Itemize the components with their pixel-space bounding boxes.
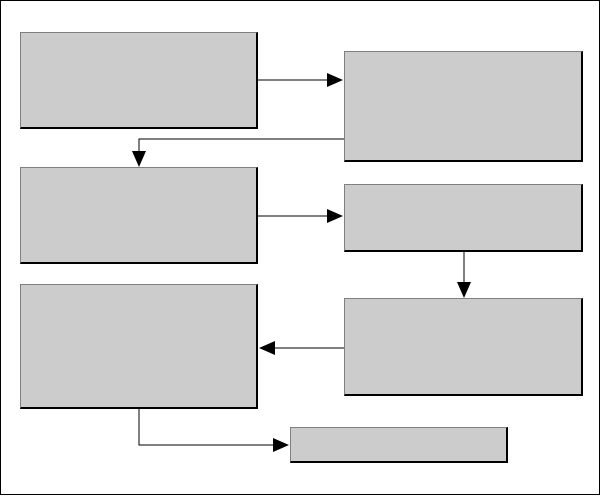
arrowhead-right-icon [327, 73, 343, 87]
flow-box-3 [20, 167, 258, 264]
flow-box-4 [344, 184, 583, 252]
connector-box2-box3 [138, 138, 344, 151]
connector-box5-box7 [138, 409, 273, 446]
flow-box-2 [344, 51, 583, 162]
arrowhead-right-icon [327, 209, 343, 223]
arrowhead-left-icon [259, 341, 275, 355]
flow-box-6 [344, 298, 583, 396]
flow-box-1 [20, 32, 258, 129]
arrowhead-right-icon [273, 438, 289, 452]
flow-box-5 [20, 284, 258, 409]
flow-box-7 [290, 427, 508, 463]
arrowhead-down-icon [457, 282, 471, 298]
arrowhead-down-icon [132, 151, 146, 167]
